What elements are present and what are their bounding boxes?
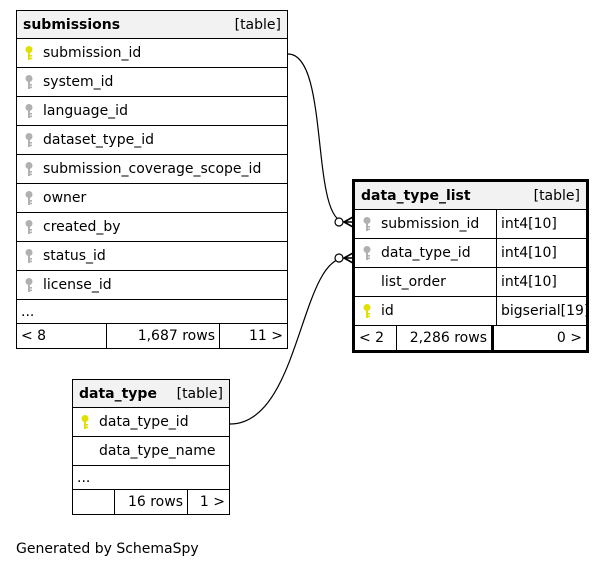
column-row[interactable]: status_id: [17, 242, 287, 271]
foreign-key-icon: [17, 103, 41, 119]
table-kind: [table]: [176, 385, 223, 402]
foreign-key-icon: [17, 74, 41, 90]
column-name: list_order: [381, 274, 446, 290]
foreign-key-icon: [17, 248, 41, 264]
column-name: status_id: [43, 248, 106, 264]
crowfoot-icon: [343, 252, 354, 264]
column-name: language_id: [43, 103, 128, 119]
relation-end-circle: [334, 253, 344, 263]
more-columns[interactable]: ...: [17, 300, 287, 324]
row-count: 16 rows: [115, 490, 188, 514]
column-name: data_type_name: [99, 443, 216, 459]
column-row[interactable]: data_type_id: [73, 408, 229, 437]
children-count[interactable]: 0 >: [556, 330, 582, 346]
column-row[interactable]: id bigserial[19]: [355, 297, 589, 326]
parents-count[interactable]: [73, 490, 115, 514]
column-name: dataset_type_id: [43, 132, 154, 148]
column-name: data_type_id: [99, 414, 189, 430]
crowfoot-icon: [343, 216, 354, 228]
column-row[interactable]: submission_id: [17, 39, 287, 68]
primary-key-icon: [355, 303, 379, 319]
primary-key-icon: [73, 414, 97, 430]
table-footer: < 2 2,286 rows 0 >: [355, 326, 586, 350]
column-row[interactable]: submission_id int4[10]: [355, 210, 586, 239]
column-name: submission_id: [43, 45, 142, 61]
relation-data-type-to-data-type-list: [229, 257, 346, 425]
column-row[interactable]: owner: [17, 184, 287, 213]
column-name: submission_coverage_scope_id: [43, 161, 262, 177]
column-name: created_by: [43, 219, 121, 235]
parents-count[interactable]: < 2: [355, 326, 397, 350]
column-type: int4[10]: [496, 268, 586, 296]
column-name: id: [381, 303, 394, 319]
foreign-key-icon: [17, 277, 41, 293]
table-footer: < 8 1,687 rows 11 >: [17, 324, 287, 348]
foreign-key-icon: [17, 132, 41, 148]
table-kind: [table]: [533, 187, 580, 204]
table-name[interactable]: data_type_list: [361, 187, 471, 204]
column-row[interactable]: license_id: [17, 271, 287, 300]
relation-end-circle: [334, 217, 344, 227]
column-row[interactable]: list_order int4[10]: [355, 268, 586, 297]
children-count[interactable]: 1 >: [199, 494, 225, 510]
foreign-key-icon: [17, 219, 41, 235]
column-name: submission_id: [381, 216, 480, 232]
children-count[interactable]: 11 >: [249, 328, 283, 344]
table-header: data_type [table]: [73, 380, 229, 408]
table-data-type-list: data_type_list [table] submission_id int4…: [352, 179, 589, 353]
relation-submissions-to-data-type-list: [287, 53, 346, 223]
foreign-key-icon: [355, 216, 379, 232]
parents-count[interactable]: < 8: [17, 324, 107, 348]
table-data-type: data_type [table] data_type_id data_type_…: [72, 379, 230, 515]
column-row[interactable]: language_id: [17, 97, 287, 126]
table-footer: 16 rows 1 >: [73, 490, 229, 514]
column-name: owner: [43, 190, 87, 206]
table-submissions: submissions [table] submission_id system_…: [16, 10, 288, 349]
table-header: submissions [table]: [17, 11, 287, 39]
table-name[interactable]: data_type: [79, 385, 157, 402]
column-type: int4[10]: [496, 239, 586, 267]
table-name[interactable]: submissions: [23, 16, 121, 33]
row-count: 2,286 rows: [397, 326, 494, 350]
column-name: system_id: [43, 74, 114, 90]
column-type: bigserial[19]: [496, 297, 589, 325]
column-row[interactable]: dataset_type_id: [17, 126, 287, 155]
column-row[interactable]: data_type_name: [73, 437, 229, 466]
generated-by-text: Generated by SchemaSpy: [16, 541, 199, 557]
foreign-key-icon: [355, 245, 379, 261]
primary-key-icon: [17, 45, 41, 61]
table-kind: [table]: [234, 16, 281, 33]
column-type: int4[10]: [496, 210, 586, 238]
column-name: license_id: [43, 277, 112, 293]
column-row[interactable]: data_type_id int4[10]: [355, 239, 586, 268]
column-row[interactable]: created_by: [17, 213, 287, 242]
more-columns[interactable]: ...: [73, 466, 229, 490]
row-count: 1,687 rows: [107, 324, 220, 348]
table-header: data_type_list [table]: [355, 182, 586, 210]
column-row[interactable]: system_id: [17, 68, 287, 97]
foreign-key-icon: [17, 190, 41, 206]
foreign-key-icon: [17, 161, 41, 177]
column-name: data_type_id: [381, 245, 471, 261]
column-row[interactable]: submission_coverage_scope_id: [17, 155, 287, 184]
